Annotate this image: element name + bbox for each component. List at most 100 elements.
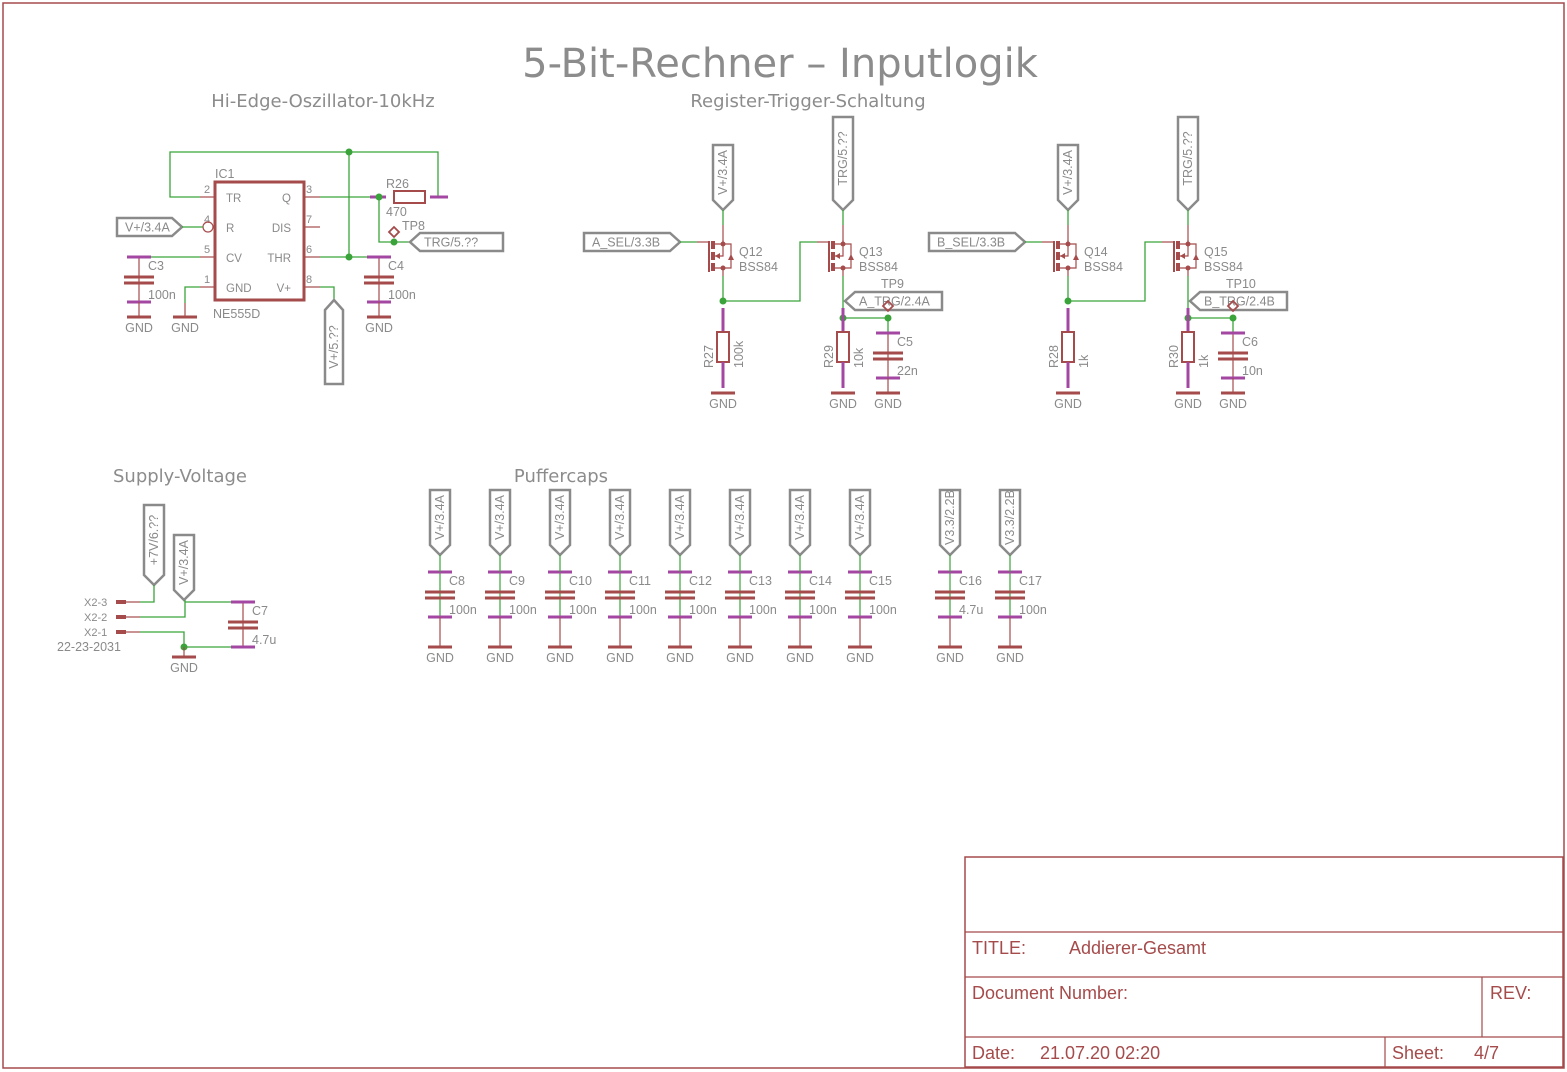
cap-name: C17 (1019, 574, 1042, 588)
cap-value: 100n (749, 603, 777, 617)
ic1-body (213, 180, 306, 302)
net-label-sel: B_SEL/3.3B (927, 231, 1027, 253)
net-label-supply: V+/3.4A (668, 488, 692, 557)
junction-dot (1229, 314, 1237, 322)
net-label-flag (488, 488, 512, 557)
cap-value: 10n (1242, 364, 1263, 378)
cap-name: C10 (569, 574, 592, 588)
ic1-pin-number: 2 (204, 184, 210, 196)
res-value: 10k (852, 347, 866, 368)
net-label-flag (843, 290, 944, 312)
cap-name: C5 (897, 335, 913, 349)
vcc-wire (320, 286, 335, 300)
mosfet-value: BSS84 (1204, 260, 1243, 274)
connector-pin-label: X2-1 (84, 627, 107, 639)
cap-value: 100n (388, 288, 416, 302)
net-wire (1067, 241, 1162, 302)
net-label-trg: TRG/5.?? (408, 231, 505, 253)
test-point-icon (881, 299, 895, 313)
cap-value: 100n (148, 288, 176, 302)
section-title-supply: Supply-Voltage (113, 466, 247, 487)
cap-name: C8 (449, 574, 465, 588)
resistor: R28 1k (1047, 308, 1091, 388)
net-label-flag (1056, 143, 1080, 212)
gnd-symbol: GND (1174, 391, 1202, 411)
res-value: 100k (732, 340, 746, 368)
net-label-text: TRG/5.?? (1181, 131, 1195, 185)
net-label-supply: V+/3.4A (608, 488, 632, 557)
net-label-text: V3.3/2.2B (1003, 490, 1017, 545)
res-value: 1k (1077, 354, 1091, 368)
gnd-symbol: GND (125, 315, 153, 335)
net-wire (140, 600, 186, 618)
mosfet-dot (840, 241, 846, 247)
cap-name: C15 (869, 574, 892, 588)
net-label-text: TRG/5.?? (836, 131, 850, 185)
gnd-label: GND (786, 651, 814, 665)
gnd-symbol: GND (829, 391, 857, 411)
mosfet-diode-icon (1073, 254, 1079, 260)
connector-part-label: 22-23-2031 (57, 640, 121, 654)
ic1-pin-name: DIS (272, 223, 292, 235)
net-label-text: V+/3.4A (733, 494, 747, 539)
mosfet-dot (720, 265, 726, 271)
gnd-label: GND (170, 661, 198, 675)
gnd-symbol: GND (486, 645, 514, 665)
net-label-vplus5: V+/5.?? (323, 298, 345, 386)
net-label-flag (1188, 290, 1289, 312)
res-name: R30 (1167, 345, 1181, 368)
net-label-text: B_SEL/3.3B (937, 236, 1005, 250)
cap-value: 100n (869, 603, 897, 617)
res-body (1061, 331, 1075, 363)
res-name: R28 (1047, 345, 1061, 368)
section-title-register: Register-Trigger-Schaltung (690, 91, 925, 112)
gnd-label: GND (829, 397, 857, 411)
net-label-trg-out: B_TRG/2.4B (1188, 290, 1289, 312)
mosfet-arrow-icon (1180, 253, 1185, 259)
gnd-symbol: GND (666, 645, 694, 665)
mosfet-diode-icon (1193, 254, 1199, 260)
cap-name: C11 (629, 574, 651, 588)
gnd-label: GND (1054, 397, 1082, 411)
net-wire (140, 585, 155, 603)
net-label-text: V+/3.4A (613, 494, 627, 539)
net-label-text: V+/3.4A (433, 494, 447, 539)
mosfet-diode-lead (843, 243, 852, 269)
title-label: TITLE: (972, 938, 1026, 958)
gnd-symbol: GND (846, 645, 874, 665)
net-label-text: TRG/5.?? (424, 236, 478, 250)
net-label-flag (998, 488, 1022, 557)
mosfet-arrow-icon (1060, 253, 1065, 259)
gnd-symbol: GND (726, 645, 754, 665)
net-label-supply: V+/3.4A (848, 488, 872, 557)
net-label-flag (172, 533, 196, 602)
connector-pin-label: X2-3 (84, 597, 107, 609)
sheet-value: 4/7 (1474, 1043, 1499, 1063)
mosfet-name: Q15 (1204, 245, 1228, 259)
trg-wire (378, 197, 410, 243)
net-label-flag (1176, 115, 1200, 212)
gnd-label: GND (666, 651, 694, 665)
mosfet-diode-lead (723, 243, 732, 269)
net-label-text: +7V/6.?? (147, 515, 161, 565)
document-number-label: Document Number: (972, 983, 1128, 1003)
net-label-7v: +7V/6.?? (142, 503, 166, 587)
cap-name: C16 (959, 574, 982, 588)
net-label-supply: V+/3.4A (788, 488, 812, 557)
cap-value: 22n (897, 364, 918, 378)
gnd-label: GND (365, 321, 393, 335)
test-point-label: TP8 (402, 219, 425, 233)
section-title-oscillator: Hi-Edge-Oszillator-10kHz (211, 91, 434, 112)
test-point: TP9 (881, 277, 904, 313)
net-label-trg-out: A_TRG/2.4A (843, 290, 944, 312)
ic1-pin-name: THR (267, 253, 291, 265)
ic1-pin-number: 8 (306, 274, 312, 286)
mosfet-value: BSS84 (739, 260, 778, 274)
connector-pin-label: X2-2 (84, 612, 107, 624)
net-label-text: V+/3.4A (493, 494, 507, 539)
gnd-symbol: GND (709, 391, 737, 411)
sheet-label: Sheet: (1392, 1043, 1444, 1063)
gnd-label: GND (1219, 397, 1247, 411)
